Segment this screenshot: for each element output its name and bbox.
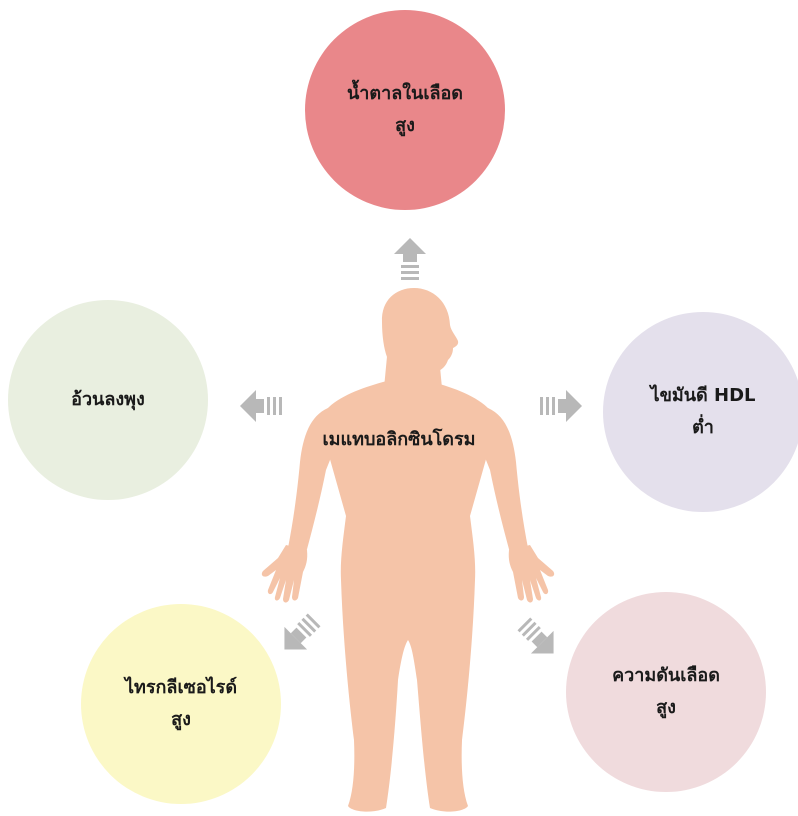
circle-high-triglycerides: ไทรกลีเซอไรด์ สูง	[81, 604, 281, 804]
circle-label-abdominal-obesity: อ้วนลงพุง	[28, 384, 188, 416]
arrow-left-icon	[240, 390, 282, 422]
circle-label-high-blood-sugar: น้ำตาลในเลือด สูง	[325, 78, 485, 142]
arrow-up-icon	[394, 238, 426, 280]
circle-label-high-triglycerides: ไทรกลีเซอไรด์ สูง	[101, 672, 261, 736]
arrow-right-icon	[540, 390, 582, 422]
arrow-down-left-icon	[273, 609, 325, 661]
circle-high-blood-sugar: น้ำตาลในเลือด สูง	[305, 10, 505, 210]
circle-label-high-blood-pressure: ความดันเลือด สูง	[586, 660, 746, 724]
circle-high-blood-pressure: ความดันเลือด สูง	[566, 592, 766, 792]
circle-label-low-hdl: ไขมันดี HDL ต่ำ	[623, 380, 783, 444]
arrow-down-right-icon	[513, 613, 565, 665]
circle-abdominal-obesity: อ้วนลงพุง	[8, 300, 208, 500]
circle-low-hdl: ไขมันดี HDL ต่ำ	[603, 312, 798, 512]
center-label: เมแทบอลิกซินโดรม	[279, 424, 519, 453]
